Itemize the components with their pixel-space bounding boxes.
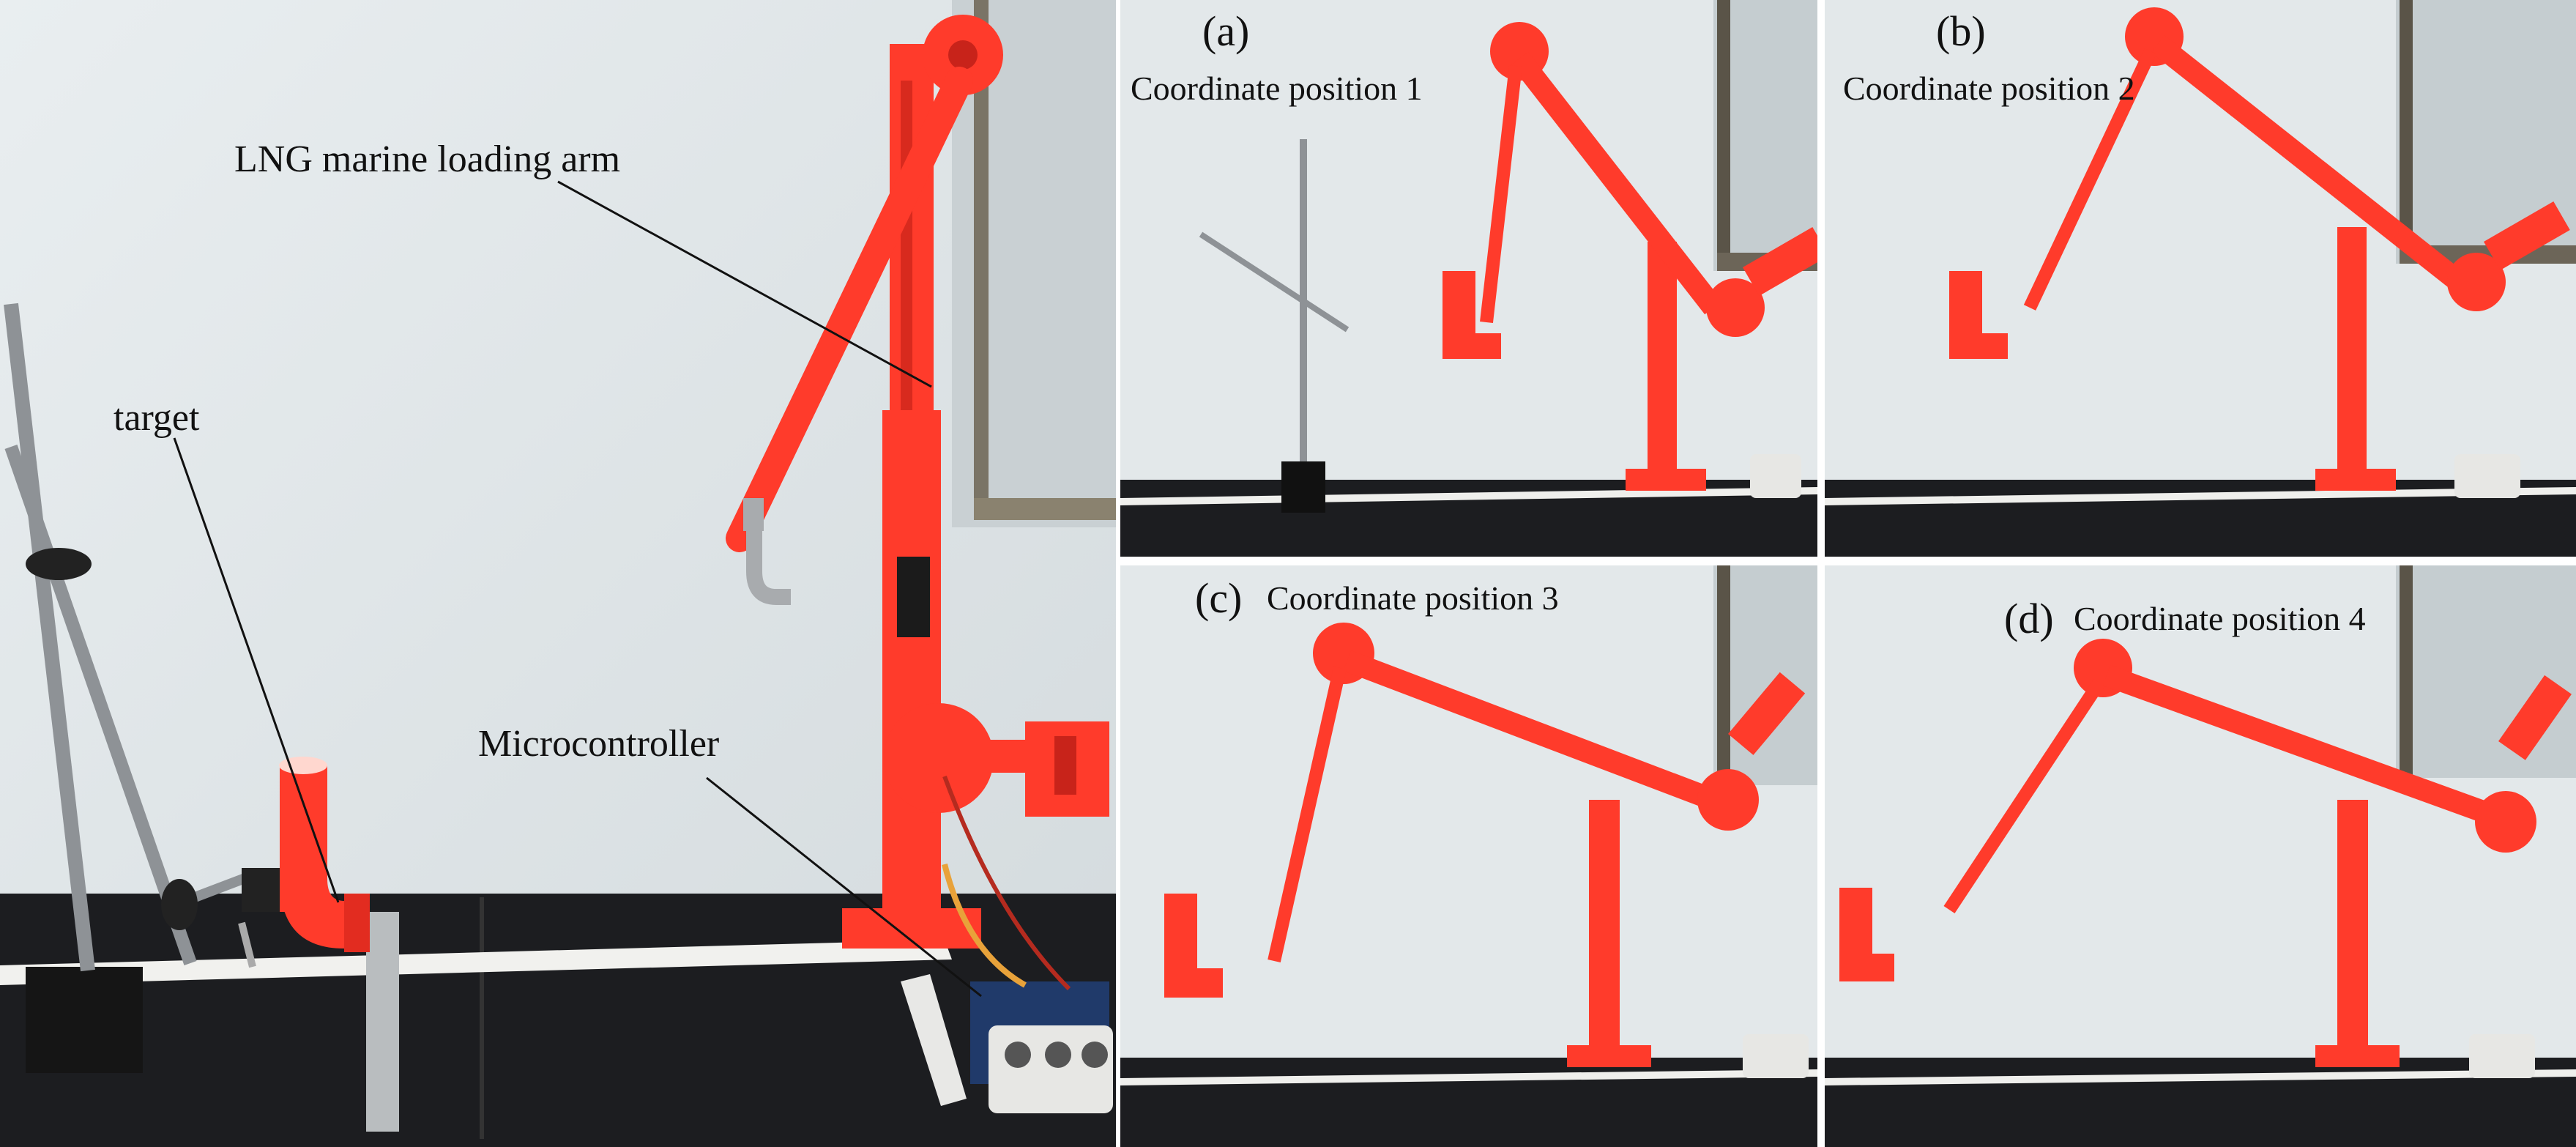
ruler-left (366, 912, 399, 1132)
measuring-tape (0, 940, 952, 985)
main-photo-illustration (0, 0, 1116, 1147)
label-loading-arm: LNG marine loading arm (234, 138, 621, 180)
panel-d-letter: (d) (2004, 595, 2054, 642)
loading-arm-model (726, 15, 1109, 949)
panel-d-caption: Coordinate position 4 (2074, 600, 2366, 637)
panel-b: (b) Coordinate position 2 (1825, 0, 2576, 557)
magnetic-base (26, 967, 143, 1073)
panel-b-letter: (b) (1936, 7, 1986, 55)
target-pipe (279, 757, 370, 952)
panel-c-caption: Coordinate position 3 (1267, 579, 1559, 617)
stand-rod (4, 302, 95, 972)
panel-a-caption: Coordinate position 1 (1131, 70, 1423, 107)
arm-leader-line (557, 180, 932, 388)
panel-b-caption: Coordinate position 2 (1843, 70, 2135, 107)
main-photo: LNG marine loading arm target Microcontr… (0, 0, 1116, 1147)
panel-d: (d) Coordinate position 4 (1825, 565, 2576, 1147)
target-leader-line (173, 437, 340, 903)
label-microcontroller: Microcontroller (478, 723, 720, 765)
panel-c: (c) Coordinate position 3 (1120, 565, 1817, 1147)
microcontroller-board (942, 775, 1113, 1113)
ruler-right (901, 974, 967, 1106)
panel-c-letter: (c) (1195, 574, 1243, 622)
panel-a: (a) Coordinate position 1 (1120, 0, 1817, 557)
label-target: target (113, 397, 200, 439)
controller-leader-line (706, 776, 982, 998)
panel-a-letter: (a) (1202, 7, 1250, 55)
